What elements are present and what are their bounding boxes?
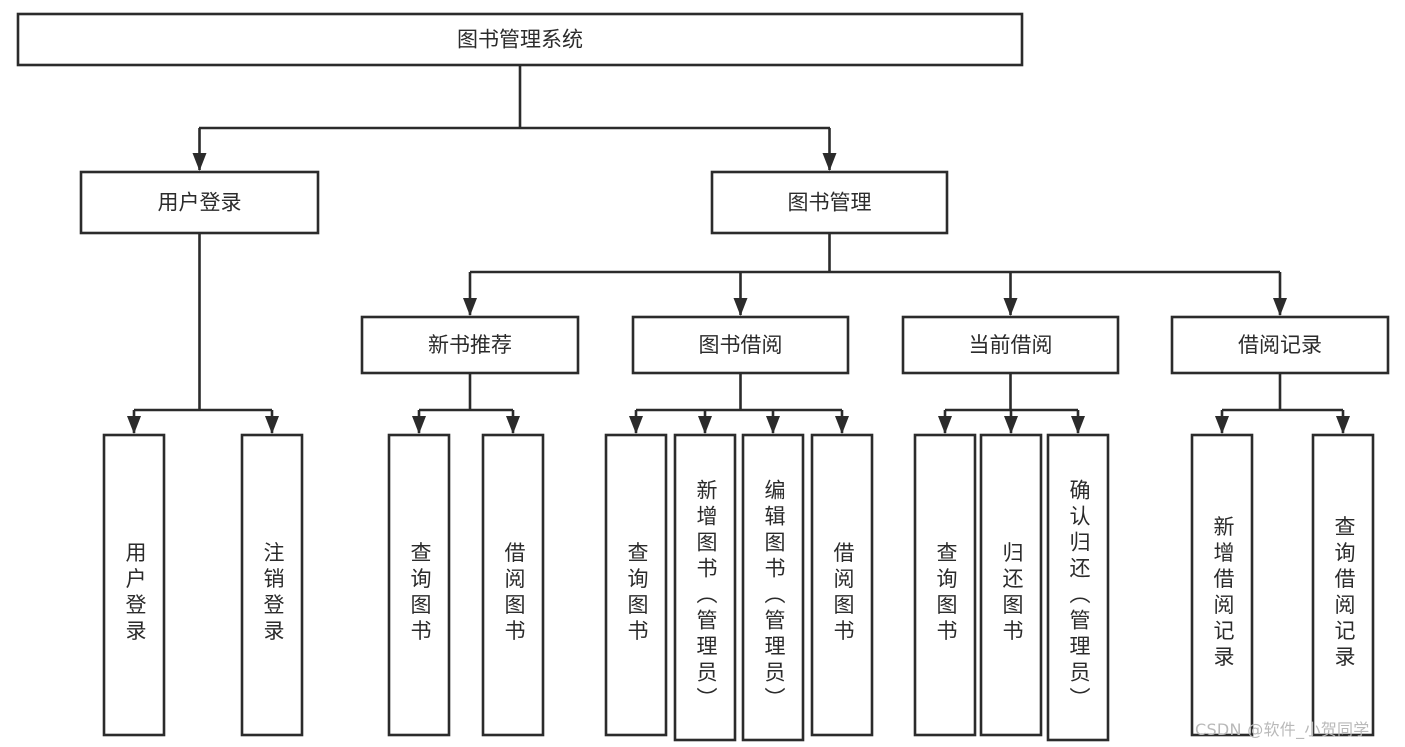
node-label: 借阅记录 bbox=[1238, 333, 1322, 357]
node-leaf-add-book[interactable]: 新增图书（管理员） bbox=[673, 433, 737, 742]
node-label: 当前借阅 bbox=[969, 333, 1053, 357]
node-box[interactable] bbox=[240, 433, 304, 737]
arrow-head-icon bbox=[265, 416, 279, 434]
node-label: 注销登录 bbox=[261, 542, 285, 643]
node-box[interactable] bbox=[810, 433, 874, 737]
arrow-head-icon bbox=[1215, 416, 1229, 434]
node-leaf-borrow-book-rec[interactable]: 借阅图书 bbox=[481, 433, 545, 737]
node-box[interactable] bbox=[387, 433, 451, 737]
node-label: 确认归还（管理员） bbox=[1067, 479, 1091, 710]
arrow-head-icon bbox=[835, 416, 849, 434]
node-label: 查询图书 bbox=[625, 542, 649, 643]
node-new-book-recommend[interactable]: 新书推荐 bbox=[360, 315, 580, 375]
node-box[interactable] bbox=[102, 433, 166, 737]
node-borrow-record[interactable]: 借阅记录 bbox=[1170, 315, 1390, 375]
node-label: 图书管理 bbox=[788, 191, 872, 215]
node-layer: 图书管理系统用户登录图书管理新书推荐图书借阅当前借阅借阅记录用户登录注销登录查询… bbox=[16, 12, 1390, 742]
node-box[interactable] bbox=[710, 170, 949, 235]
node-leaf-edit-book[interactable]: 编辑图书（管理员） bbox=[741, 433, 805, 742]
node-box[interactable] bbox=[673, 433, 737, 742]
node-root[interactable]: 图书管理系统 bbox=[16, 12, 1024, 67]
node-current-borrow[interactable]: 当前借阅 bbox=[901, 315, 1120, 375]
arrow-head-icon bbox=[127, 416, 141, 434]
node-leaf-query-book-cur[interactable]: 查询图书 bbox=[913, 433, 977, 737]
node-box[interactable] bbox=[360, 315, 580, 375]
arrow-head-icon bbox=[938, 416, 952, 434]
node-leaf-add-record[interactable]: 新增借阅记录 bbox=[1190, 433, 1254, 737]
node-box[interactable] bbox=[979, 433, 1043, 737]
node-label: 归还图书 bbox=[1000, 542, 1024, 643]
node-label: 图书管理系统 bbox=[457, 28, 583, 52]
node-leaf-return-book[interactable]: 归还图书 bbox=[979, 433, 1043, 737]
arrow-head-icon bbox=[629, 416, 643, 434]
arrow-head-icon bbox=[506, 416, 520, 434]
node-label: 查询图书 bbox=[934, 542, 958, 643]
node-box[interactable] bbox=[1311, 433, 1375, 737]
node-label: 借阅图书 bbox=[502, 542, 526, 643]
arrow-head-icon bbox=[463, 298, 477, 316]
node-label: 用户登录 bbox=[123, 542, 147, 643]
node-leaf-query-book-borrow[interactable]: 查询图书 bbox=[604, 433, 668, 737]
node-box[interactable] bbox=[604, 433, 668, 737]
node-box[interactable] bbox=[481, 433, 545, 737]
node-box[interactable] bbox=[631, 315, 850, 375]
node-label: 用户登录 bbox=[158, 191, 242, 215]
node-leaf-user-login[interactable]: 用户登录 bbox=[102, 433, 166, 737]
node-leaf-logout[interactable]: 注销登录 bbox=[240, 433, 304, 737]
node-leaf-borrow-book[interactable]: 借阅图书 bbox=[810, 433, 874, 737]
node-leaf-query-record[interactable]: 查询借阅记录 bbox=[1311, 433, 1375, 737]
node-box[interactable] bbox=[1190, 433, 1254, 737]
arrow-head-icon bbox=[1273, 298, 1287, 316]
node-leaf-confirm-return[interactable]: 确认归还（管理员） bbox=[1046, 433, 1110, 742]
node-box[interactable] bbox=[1170, 315, 1390, 375]
connector-layer bbox=[127, 65, 1350, 434]
node-box[interactable] bbox=[16, 12, 1024, 67]
node-box[interactable] bbox=[79, 170, 320, 235]
node-label: 新增图书（管理员） bbox=[694, 479, 718, 710]
arrow-head-icon bbox=[192, 153, 207, 171]
node-book-manage[interactable]: 图书管理 bbox=[710, 170, 949, 235]
arrow-head-icon bbox=[1336, 416, 1350, 434]
arrow-head-icon bbox=[822, 153, 837, 171]
node-label: 查询图书 bbox=[408, 542, 432, 643]
arrow-head-icon bbox=[733, 298, 748, 316]
node-label: 新书推荐 bbox=[428, 333, 512, 357]
node-user-login[interactable]: 用户登录 bbox=[79, 170, 320, 235]
node-box[interactable] bbox=[913, 433, 977, 737]
arrow-head-icon bbox=[1004, 416, 1018, 434]
arrow-head-icon bbox=[1071, 416, 1085, 434]
node-box[interactable] bbox=[1046, 433, 1110, 742]
node-box[interactable] bbox=[901, 315, 1120, 375]
node-label: 借阅图书 bbox=[831, 542, 855, 643]
node-book-borrow[interactable]: 图书借阅 bbox=[631, 315, 850, 375]
node-label: 新增借阅记录 bbox=[1211, 516, 1235, 669]
node-box[interactable] bbox=[741, 433, 805, 742]
node-label: 编辑图书（管理员） bbox=[762, 479, 786, 710]
node-label: 查询借阅记录 bbox=[1332, 516, 1356, 669]
arrow-head-icon bbox=[412, 416, 426, 434]
arrow-head-icon bbox=[1003, 298, 1018, 316]
node-label: 图书借阅 bbox=[699, 333, 783, 357]
arrow-head-icon bbox=[766, 416, 780, 434]
node-leaf-query-book-rec[interactable]: 查询图书 bbox=[387, 433, 451, 737]
arrow-head-icon bbox=[698, 416, 712, 434]
